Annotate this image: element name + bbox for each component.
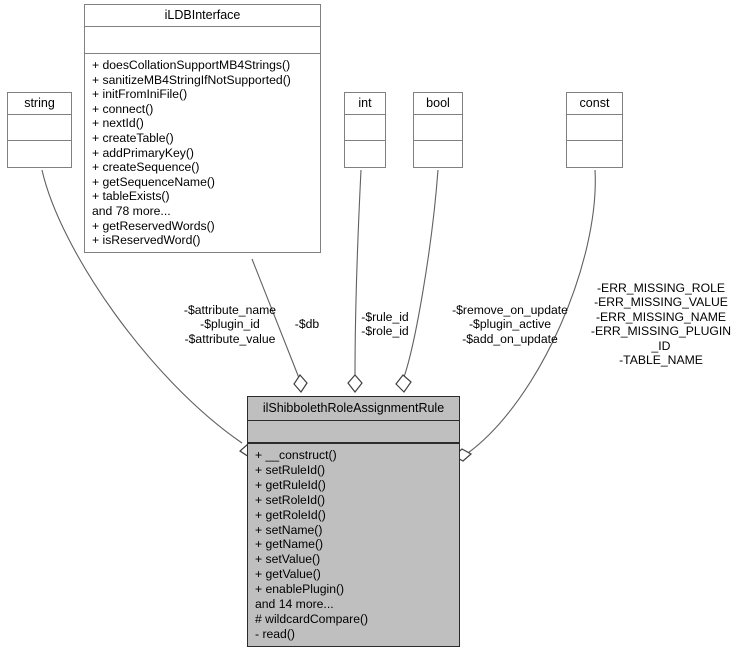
- edge-label-int-to-main: -$rule_id -$role_id: [361, 310, 409, 339]
- class-title-ildbinterface: iLDBInterface: [85, 5, 320, 27]
- aggregation-diamond-int: [347, 374, 363, 393]
- edge-label-ildbinterface-to-main: -$db: [294, 317, 320, 331]
- class-box-const[interactable]: const: [566, 92, 623, 168]
- class-operation-row: and 14 more...: [255, 597, 334, 612]
- edge-int-to-main: [354, 169, 362, 378]
- class-operation-row: + nextId(): [92, 116, 144, 131]
- class-title-string: string: [8, 93, 71, 115]
- class-operations-ildbinterface: + doesCollationSupportMB4Strings()+ sani…: [85, 54, 320, 252]
- class-operation-row: + initFromIniFile(): [92, 87, 188, 102]
- class-operation-row: + getRuleId(): [255, 477, 326, 492]
- class-operation-row: + connect(): [92, 101, 154, 116]
- class-operations-main: + __construct()+ setRuleId()+ getRuleId(…: [248, 444, 459, 646]
- class-title-bool: bool: [414, 93, 462, 115]
- class-operation-row: + setValue(): [255, 552, 321, 567]
- aggregation-diamond-db: [293, 374, 308, 393]
- class-title-main: ilShibbolethRoleAssignmentRule: [248, 397, 459, 421]
- class-attributes-main: [248, 421, 459, 444]
- edge-label-bool-to-main: -$remove_on_update -$plugin_active -$add…: [452, 303, 568, 346]
- edge-label-string-to-main: -$attribute_name -$plugin_id -$attribute…: [183, 303, 277, 346]
- class-operation-row: + getReservedWords(): [92, 218, 215, 233]
- class-title-int: int: [345, 93, 385, 115]
- class-attributes-bool: [414, 115, 462, 141]
- class-operation-row: + setRoleId(): [255, 492, 326, 507]
- class-operation-row: + isReservedWord(): [92, 233, 201, 248]
- class-attributes-const: [567, 115, 622, 141]
- class-operation-row: + __construct(): [255, 448, 337, 462]
- class-box-string[interactable]: string: [7, 92, 72, 168]
- class-operations-int: [345, 141, 385, 167]
- class-attributes-string: [8, 115, 71, 141]
- class-box-bool[interactable]: bool: [413, 92, 463, 168]
- class-operation-row: + tableExists(): [92, 189, 170, 204]
- class-operation-row: + getSequenceName(): [92, 174, 215, 189]
- class-operation-row: + addPrimaryKey(): [92, 145, 194, 160]
- class-operation-row: + createTable(): [92, 130, 174, 145]
- class-title-const: const: [567, 93, 622, 115]
- class-operation-row: # wildcardCompare(): [255, 611, 369, 626]
- class-operations-string: [8, 141, 71, 167]
- class-attributes-int: [345, 115, 385, 141]
- class-operation-row: + createSequence(): [92, 160, 200, 175]
- class-operations-bool: [414, 141, 462, 167]
- class-operation-row: + getValue(): [255, 567, 321, 582]
- aggregation-diamond-bool: [395, 374, 412, 393]
- class-box-ildbinterface[interactable]: iLDBInterface + doesCollationSupportMB4S…: [84, 4, 321, 253]
- class-operation-row: + sanitizeMB4StringIfNotSupported(): [92, 72, 291, 87]
- class-operation-row: + getRoleId(): [255, 507, 326, 522]
- class-operation-row: and 78 more...: [92, 203, 171, 218]
- class-attributes-ildbinterface: [85, 27, 320, 54]
- class-operation-row: - read(): [255, 626, 295, 641]
- edge-label-const-to-main: -ERR_MISSING_ROLE -ERR_MISSING_VALUE -ER…: [590, 281, 732, 368]
- class-operation-row: + doesCollationSupportMB4Strings(): [92, 58, 291, 72]
- class-operation-row: + enablePlugin(): [255, 582, 345, 597]
- class-operations-const: [567, 141, 622, 167]
- class-box-int[interactable]: int: [344, 92, 386, 168]
- class-operation-row: + setName(): [255, 522, 323, 537]
- class-operation-row: + setRuleId(): [255, 462, 326, 477]
- class-operation-row: + getName(): [255, 537, 324, 552]
- class-box-main[interactable]: ilShibbolethRoleAssignmentRule + __const…: [247, 396, 460, 647]
